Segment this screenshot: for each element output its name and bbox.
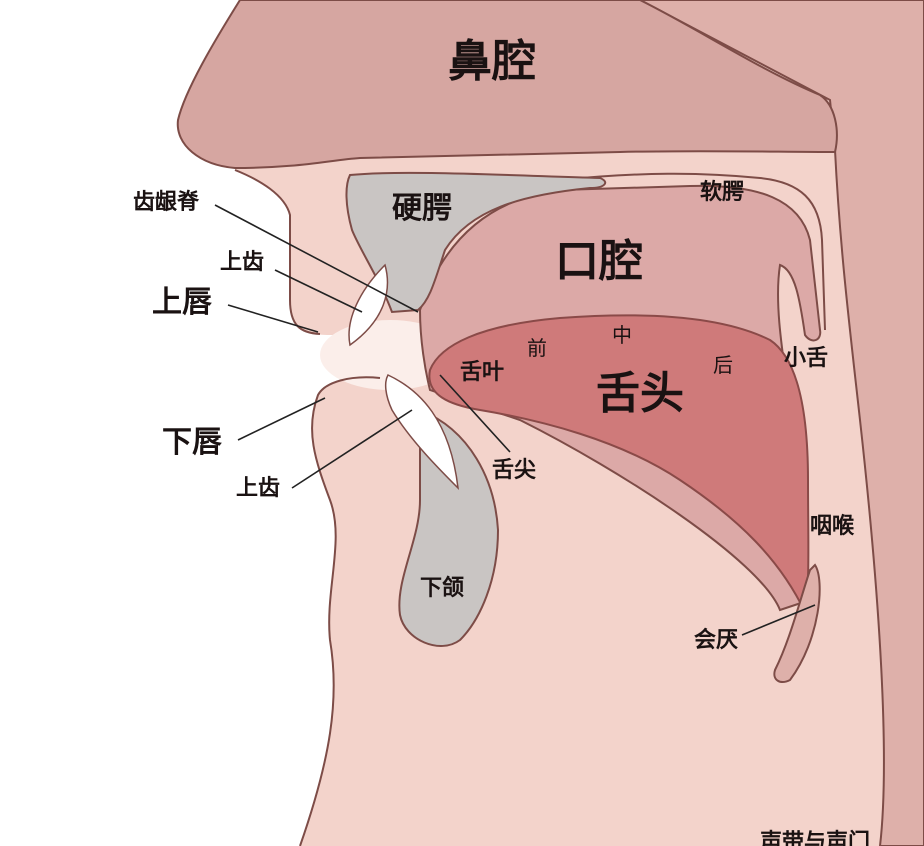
leader-lines xyxy=(214,204,816,636)
soft-palate xyxy=(559,172,826,331)
label-upper-lip: 上唇 xyxy=(152,285,212,320)
label-oral-cavity: 口腔 xyxy=(555,236,643,287)
label-tongue: 舌头 xyxy=(596,368,684,419)
hard-palate xyxy=(345,171,607,314)
tongue xyxy=(428,314,810,616)
label-lower-teeth: 上齿 xyxy=(236,476,281,501)
lower-jaw xyxy=(398,408,500,647)
label-uvula: 小舌 xyxy=(784,346,829,371)
label-jaw: 下颌 xyxy=(420,576,465,601)
label-nasal-cavity: 鼻腔 xyxy=(448,36,536,87)
label-vocal-cords: 声带与声门 xyxy=(760,830,871,846)
label-back: 后 xyxy=(713,353,733,377)
label-upper-teeth: 上齿 xyxy=(220,250,265,275)
lower-tooth xyxy=(384,374,459,491)
label-lower-lip: 下唇 xyxy=(162,425,222,460)
label-tongue-blade: 舌叶 xyxy=(460,360,505,385)
label-tongue-tip: 舌尖 xyxy=(492,458,537,483)
label-soft-palate: 软腭 xyxy=(700,180,745,205)
lower-lip-outline xyxy=(299,376,381,846)
label-alveolar-ridge: 齿龈脊 xyxy=(133,190,200,215)
epiglottis xyxy=(773,563,821,683)
label-epiglottis: 会厌 xyxy=(694,628,739,653)
upper-tooth xyxy=(348,263,389,347)
label-hard-palate: 硬腭 xyxy=(392,191,452,226)
upper-lip-outline xyxy=(234,169,321,335)
label-pharynx: 咽喉 xyxy=(810,514,855,539)
pharynx-wall xyxy=(639,0,924,846)
label-front: 前 xyxy=(527,336,547,360)
nasal-cavity xyxy=(176,0,838,170)
label-middle: 中 xyxy=(612,323,632,347)
